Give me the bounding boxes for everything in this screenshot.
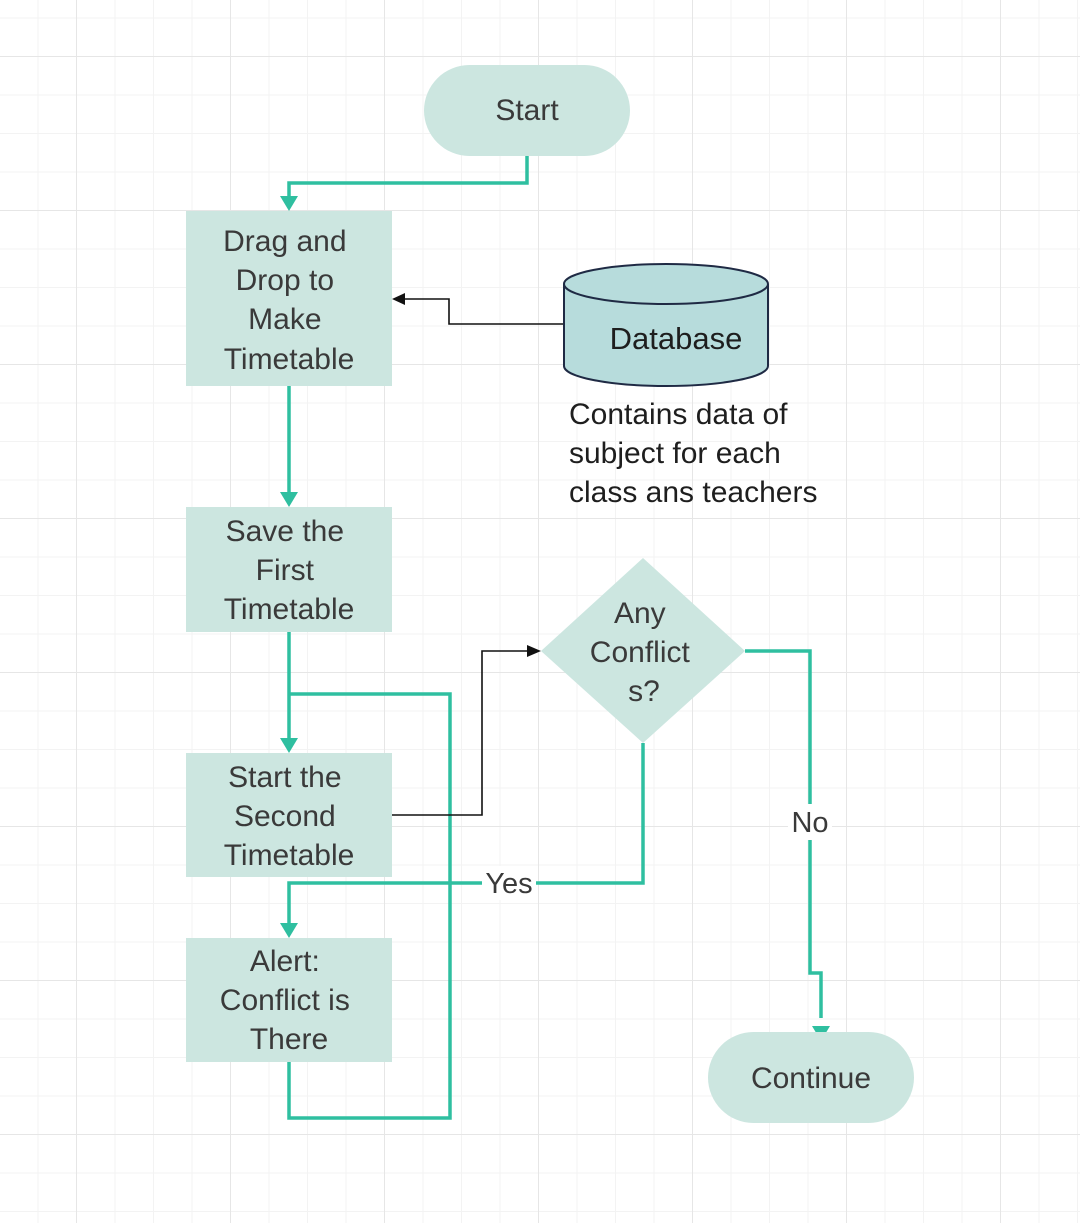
save-first-label: Save the First Timetable [224, 515, 355, 626]
database-body [563, 284, 769, 387]
edge-start-to-drag [287, 156, 529, 198]
save-first-shape [186, 507, 392, 632]
edge-database-to-drag [404, 298, 564, 325]
database-label: Database [610, 321, 743, 356]
no-label-bg [788, 804, 832, 840]
drag-drop-shape [186, 211, 392, 386]
arrowhead-drag [280, 196, 298, 211]
continue-terminal[interactable]: Continue [708, 1032, 914, 1123]
save-first-process[interactable]: Save the First Timetable [186, 507, 392, 632]
edge-decision-no [745, 649, 823, 1018]
edge-second-to-decision [392, 650, 528, 816]
drag-drop-label: Drag and Drop to Make Timetable [223, 225, 355, 376]
alert-process[interactable]: Alert: Conflict is There [186, 938, 392, 1062]
continue-shape [708, 1032, 914, 1123]
yes-label-bg [482, 866, 536, 900]
edge-alert-loop [287, 692, 452, 1120]
arrowhead-database [392, 293, 405, 305]
yes-label: Yes [485, 868, 532, 900]
database-cylinder[interactable]: Database [563, 263, 769, 387]
edge-decision-yes [287, 743, 645, 924]
arrowhead-save [280, 492, 298, 507]
drag-drop-process[interactable]: Drag and Drop to Make Timetable [186, 211, 392, 386]
alert-label: Alert: Conflict is There [220, 945, 358, 1056]
arrowhead-alert [280, 923, 298, 938]
decision-label: Any Conflict s? [590, 597, 698, 708]
alert-shape [186, 938, 392, 1062]
start-label: Start [495, 94, 559, 127]
start-second-label: Start the Second Timetable [224, 761, 355, 872]
continue-label: Continue [751, 1062, 871, 1095]
decision-shape [541, 558, 745, 743]
arrowhead-decision [527, 645, 541, 657]
no-label: No [791, 807, 828, 839]
database-note: Contains data of subject for each class … [569, 398, 817, 509]
database-top [563, 263, 769, 305]
arrowhead-second [280, 738, 298, 753]
start-second-shape [186, 753, 392, 877]
start-second-process[interactable]: Start the Second Timetable [186, 753, 392, 877]
start-shape [424, 65, 630, 156]
conflict-decision[interactable]: Any Conflict s? [541, 558, 745, 743]
start-terminal[interactable]: Start [424, 65, 630, 156]
